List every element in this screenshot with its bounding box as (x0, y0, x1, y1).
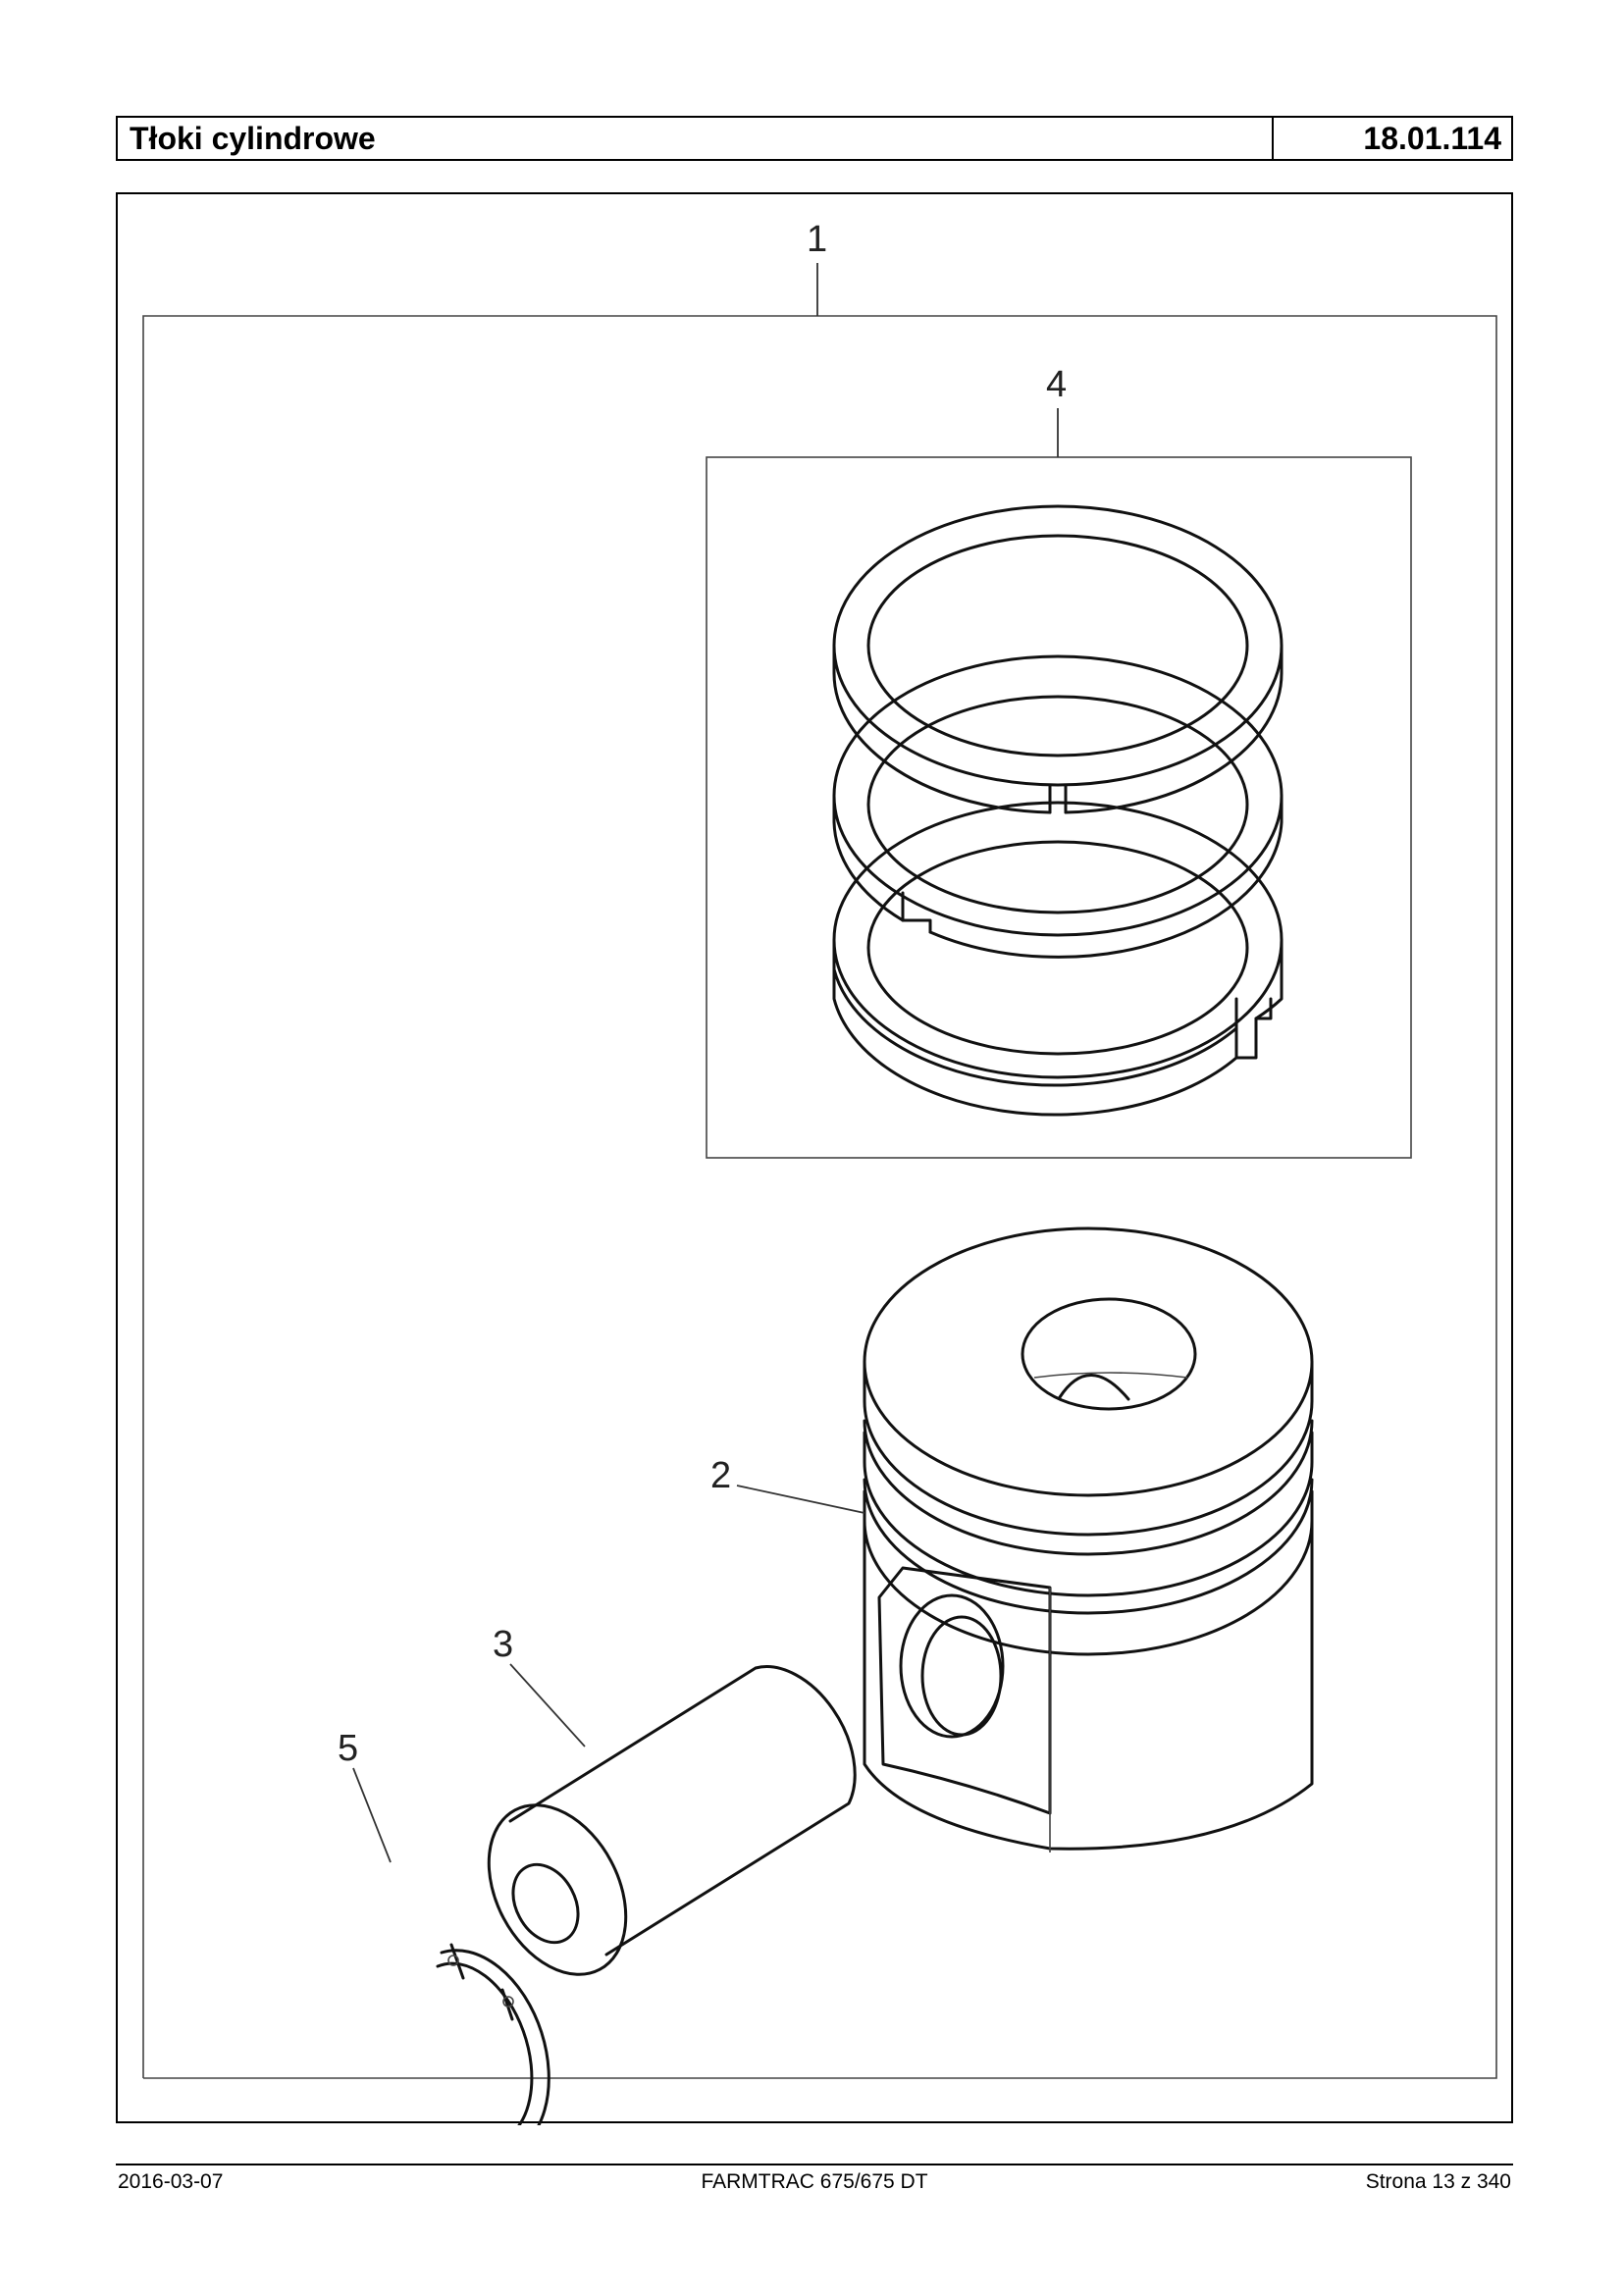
parts-drawing-frame: 1 4 (116, 192, 1513, 2125)
footer-model: FARMTRAC 675/675 DT (701, 2170, 928, 2193)
piston-ring-oil (832, 801, 1283, 1117)
footer-date: 2016-03-07 (118, 2170, 224, 2193)
section-code: 18.01.114 (1363, 120, 1501, 156)
callout-4: 4 (1046, 364, 1067, 405)
callout-2: 2 (710, 1455, 731, 1496)
piston-rings (832, 504, 1283, 1117)
ring-set-box-4: 4 (706, 364, 1412, 1159)
piston-ring-top (832, 504, 1283, 814)
page-header: Tłoki cylindrowe 18.01.114 (116, 116, 1513, 161)
callout-5: 5 (338, 1728, 358, 1769)
snap-ring: 5 (338, 1728, 550, 2125)
piston-pin: 3 (487, 1624, 857, 1976)
callout-1: 1 (807, 219, 827, 260)
assembly-bracket-1: 1 (142, 219, 1497, 2079)
exploded-view-drawing: 1 4 (142, 219, 1497, 2125)
footer-divider (116, 2164, 1513, 2165)
section-title: Tłoki cylindrowe (118, 118, 1274, 159)
footer-page-number: Strona 13 z 340 (1365, 2170, 1511, 2193)
page-footer: 2016-03-07 FARMTRAC 675/675 DT Strona 13… (116, 2170, 1513, 2200)
callout-3: 3 (493, 1624, 513, 1665)
piston-ring-middle (832, 654, 1283, 959)
piston: 2 (710, 1226, 1314, 1852)
